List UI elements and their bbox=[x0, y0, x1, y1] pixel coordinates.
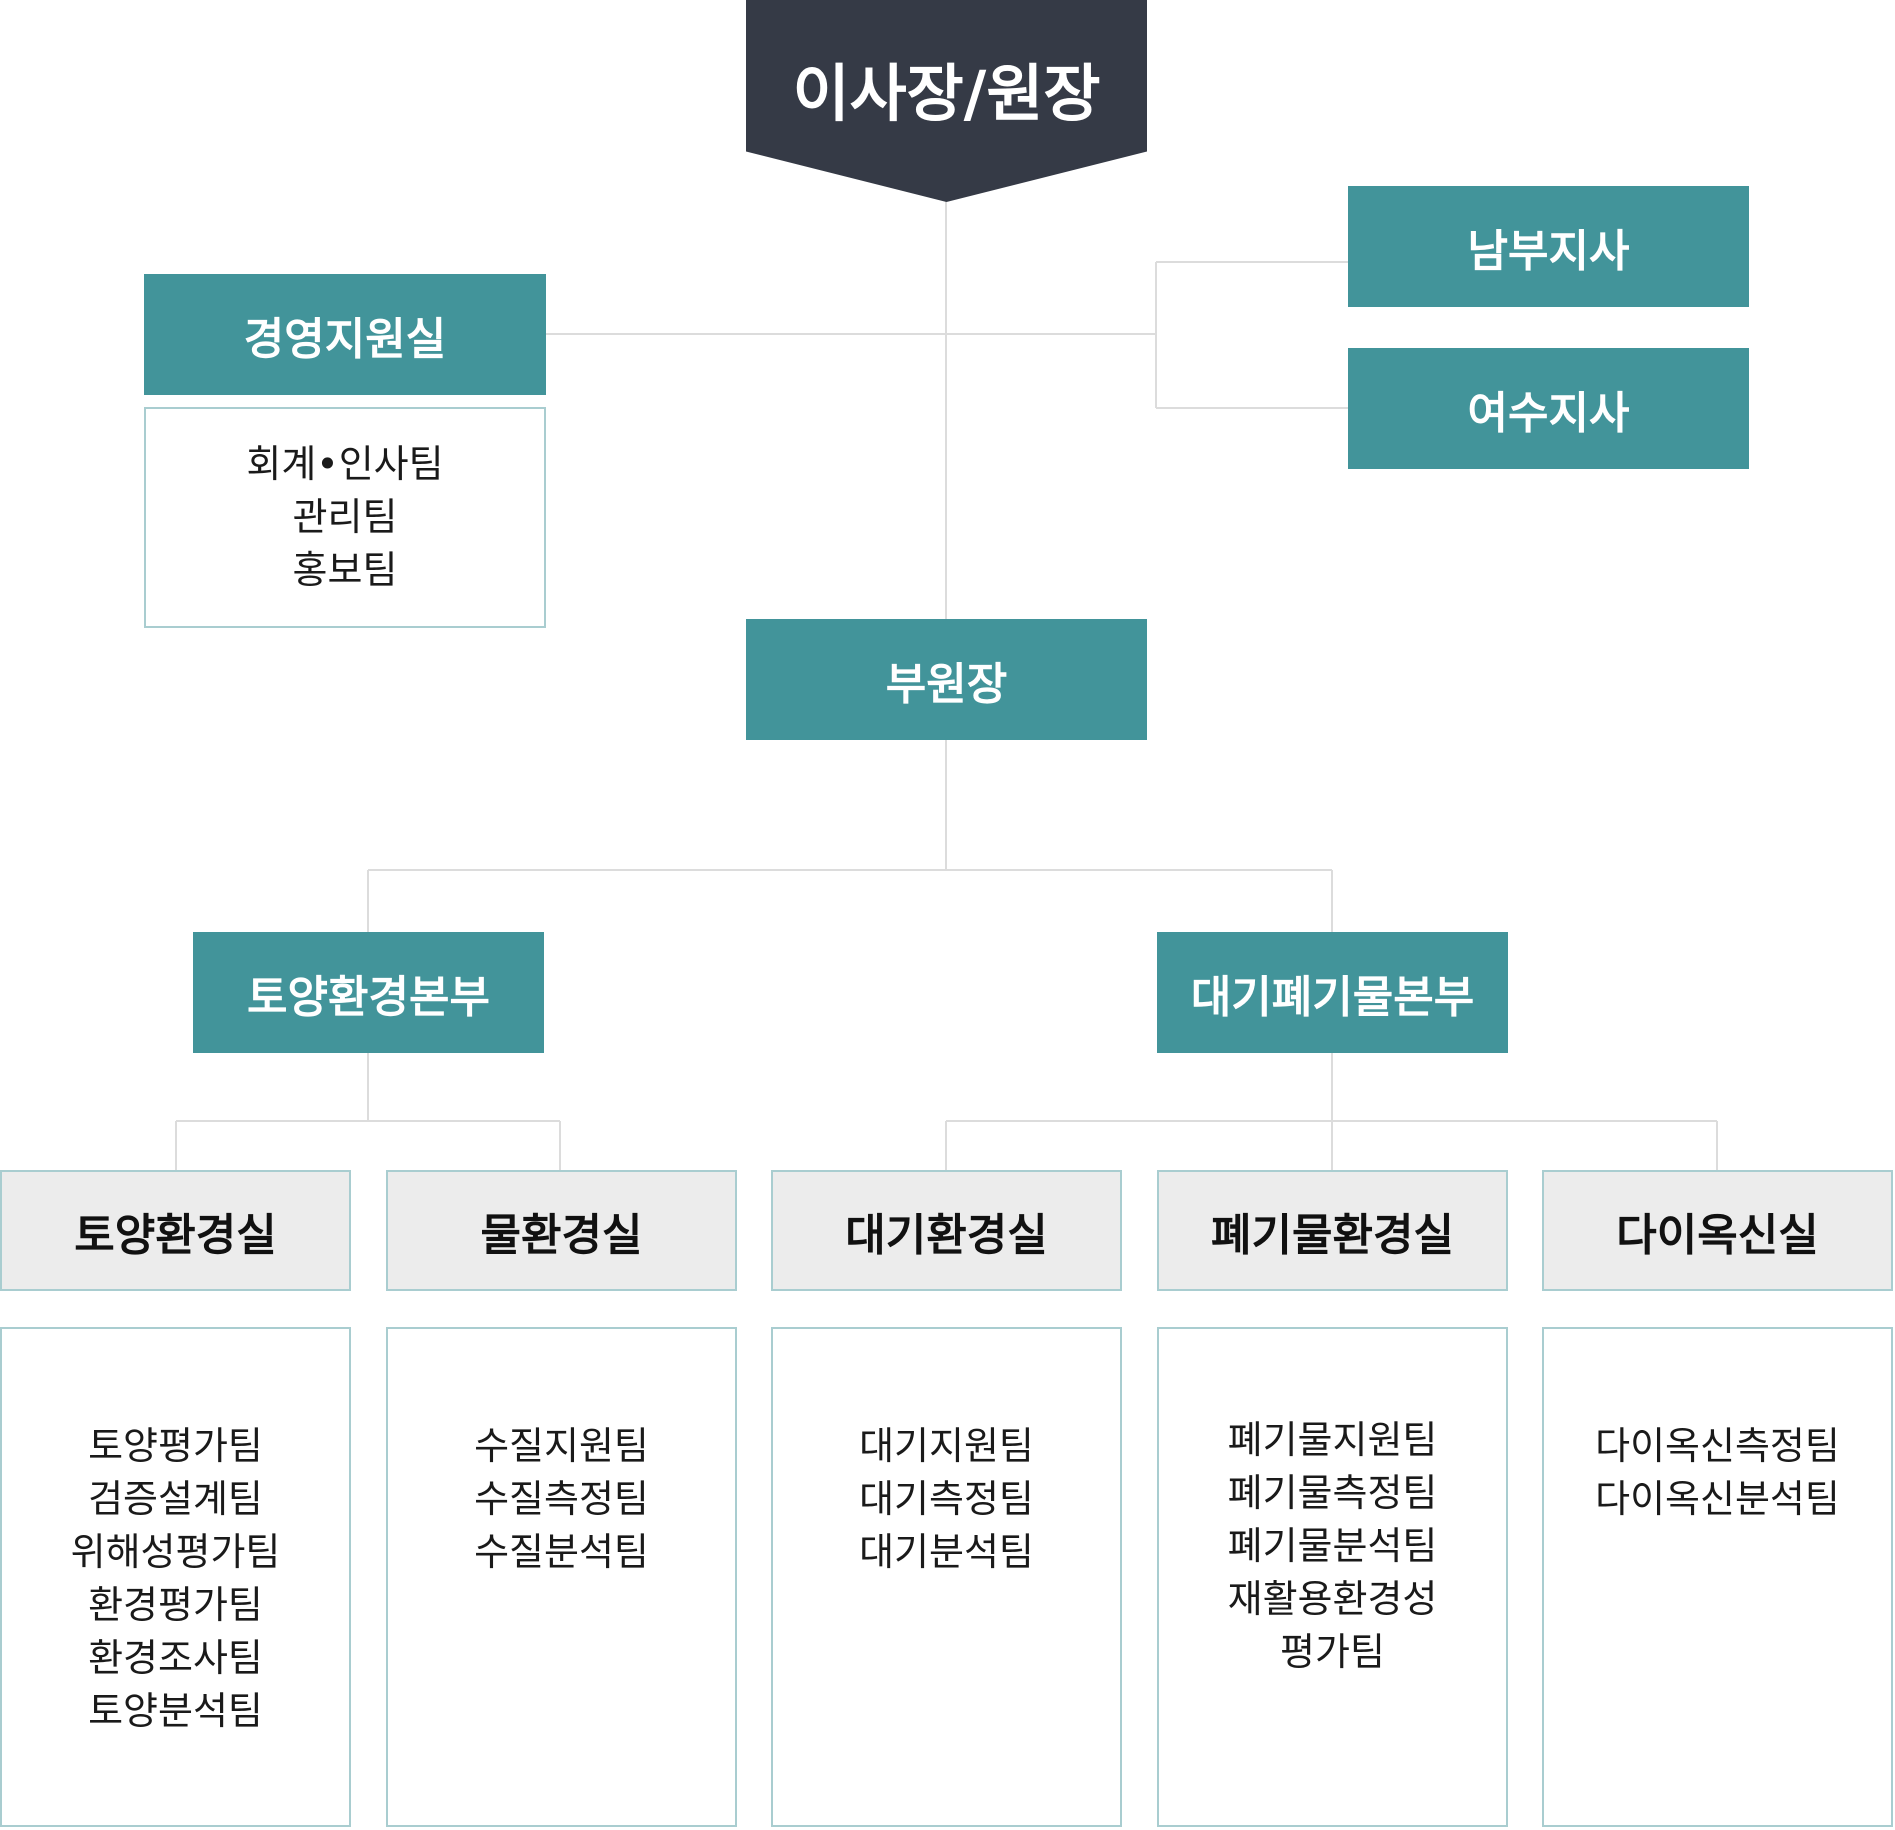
chairman-label: 이사장/원장 bbox=[792, 57, 1101, 130]
team-item: 위해성평가팀 bbox=[70, 1530, 281, 1574]
team-item: 관리팀 bbox=[292, 495, 398, 539]
dept-waste-box: 폐기물환경실 bbox=[1157, 1170, 1508, 1291]
team-item: 재활용환경성 bbox=[1227, 1577, 1438, 1621]
dept-dioxin-teams: 다이옥신측정팀 다이옥신분석팀 bbox=[1542, 1327, 1893, 1827]
team-item: 검증설계팀 bbox=[88, 1477, 263, 1521]
dept-waste-teams: 폐기물지원팀 폐기물측정팀 폐기물분석팀 재활용환경성 평가팀 bbox=[1157, 1327, 1508, 1827]
team-item: 대기측정팀 bbox=[859, 1477, 1034, 1521]
dept-dioxin-label: 다이옥신실 bbox=[1616, 1209, 1819, 1261]
support-office-teams: 회계•인사팀 관리팀 홍보팀 bbox=[144, 407, 546, 628]
dept-soil-box: 토양환경실 bbox=[0, 1170, 351, 1291]
team-item: 환경조사팀 bbox=[88, 1636, 263, 1680]
dept-soil-label: 토양환경실 bbox=[74, 1209, 277, 1261]
dept-waste-label: 폐기물환경실 bbox=[1211, 1209, 1454, 1261]
branch-yeosu-box: 여수지사 bbox=[1348, 348, 1749, 469]
team-item: 수질지원팀 bbox=[474, 1424, 649, 1468]
team-item: 회계•인사팀 bbox=[246, 442, 444, 486]
support-office-box: 경영지원실 bbox=[144, 274, 546, 395]
team-item: 폐기물지원팀 bbox=[1227, 1418, 1438, 1462]
hq-air-waste-box: 대기폐기물본부 bbox=[1157, 932, 1508, 1053]
branch-south-box: 남부지사 bbox=[1348, 186, 1749, 307]
support-office-label: 경영지원실 bbox=[243, 313, 447, 365]
dept-air-teams: 대기지원팀 대기측정팀 대기분석팀 bbox=[771, 1327, 1122, 1827]
dept-soil-teams: 토양평가팀 검증설계팀 위해성평가팀 환경평가팀 환경조사팀 토양분석팀 bbox=[0, 1327, 351, 1827]
vice-president-label: 부원장 bbox=[885, 658, 1008, 710]
hq-soil-label: 토양환경본부 bbox=[247, 971, 490, 1023]
hq-air-waste-label: 대기폐기물본부 bbox=[1190, 971, 1475, 1023]
team-item: 수질분석팀 bbox=[474, 1530, 649, 1574]
team-item: 폐기물분석팀 bbox=[1227, 1524, 1438, 1568]
dept-water-label: 물환경실 bbox=[480, 1209, 643, 1261]
team-item: 환경평가팀 bbox=[88, 1583, 263, 1627]
hq-soil-box: 토양환경본부 bbox=[193, 932, 544, 1053]
dept-water-teams: 수질지원팀 수질측정팀 수질분석팀 bbox=[386, 1327, 737, 1827]
vice-president-box: 부원장 bbox=[746, 619, 1147, 740]
team-item: 폐기물측정팀 bbox=[1227, 1471, 1438, 1515]
team-item: 다이옥신분석팀 bbox=[1595, 1477, 1840, 1521]
team-item: 대기지원팀 bbox=[859, 1424, 1034, 1468]
team-item: 수질측정팀 bbox=[474, 1477, 649, 1521]
chairman-box: 이사장/원장 bbox=[746, 0, 1147, 202]
dept-dioxin-box: 다이옥신실 bbox=[1542, 1170, 1893, 1291]
dept-air-label: 대기환경실 bbox=[845, 1209, 1048, 1261]
branch-south-label: 남부지사 bbox=[1467, 225, 1630, 277]
team-item: 다이옥신측정팀 bbox=[1595, 1424, 1840, 1468]
dept-air-box: 대기환경실 bbox=[771, 1170, 1122, 1291]
team-item: 토양평가팀 bbox=[88, 1424, 263, 1468]
team-item: 대기분석팀 bbox=[859, 1530, 1034, 1574]
team-item: 평가팀 bbox=[1280, 1630, 1385, 1674]
branch-yeosu-label: 여수지사 bbox=[1467, 387, 1630, 439]
team-item: 홍보팀 bbox=[292, 548, 398, 592]
dept-water-box: 물환경실 bbox=[386, 1170, 737, 1291]
team-item: 토양분석팀 bbox=[88, 1689, 263, 1733]
